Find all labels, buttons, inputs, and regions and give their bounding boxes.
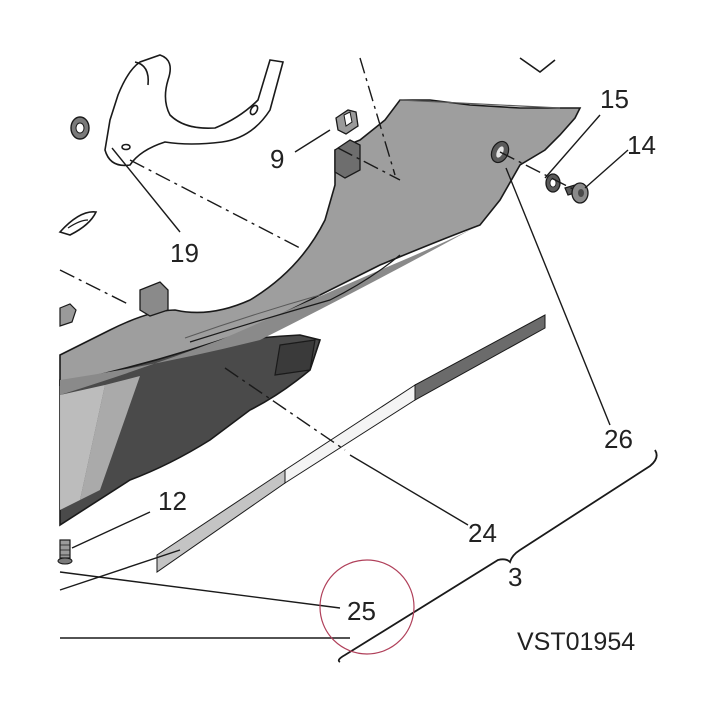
top-right-bracket-edge bbox=[519, 57, 556, 73]
screw-12 bbox=[57, 539, 73, 565]
fairing-panel bbox=[59, 99, 582, 527]
upper-bracket bbox=[104, 54, 285, 167]
callout-24: 24 bbox=[468, 518, 497, 548]
callout-15: 15 bbox=[600, 84, 629, 114]
reference-code: VST01954 bbox=[517, 628, 635, 656]
callout-26: 26 bbox=[604, 424, 633, 454]
clip-left bbox=[59, 303, 77, 327]
left-bracket-fragment bbox=[58, 211, 98, 236]
leader-lines bbox=[59, 114, 629, 639]
washer-upper-left bbox=[70, 116, 90, 140]
decal-strip-24 bbox=[156, 314, 546, 573]
callout-19: 19 bbox=[170, 238, 199, 268]
callout-9: 9 bbox=[270, 144, 284, 174]
callout-3: 3 bbox=[508, 562, 522, 592]
callout-12: 12 bbox=[158, 486, 187, 516]
screw-14 bbox=[564, 182, 589, 204]
group-bracket-3 bbox=[337, 449, 658, 663]
clip-9 bbox=[335, 109, 359, 135]
callout-25: 25 bbox=[347, 596, 376, 626]
washer-15 bbox=[545, 173, 561, 193]
assembly-lines bbox=[59, 57, 576, 591]
callout-14: 14 bbox=[627, 130, 656, 160]
highlight-circle-25 bbox=[319, 559, 415, 655]
